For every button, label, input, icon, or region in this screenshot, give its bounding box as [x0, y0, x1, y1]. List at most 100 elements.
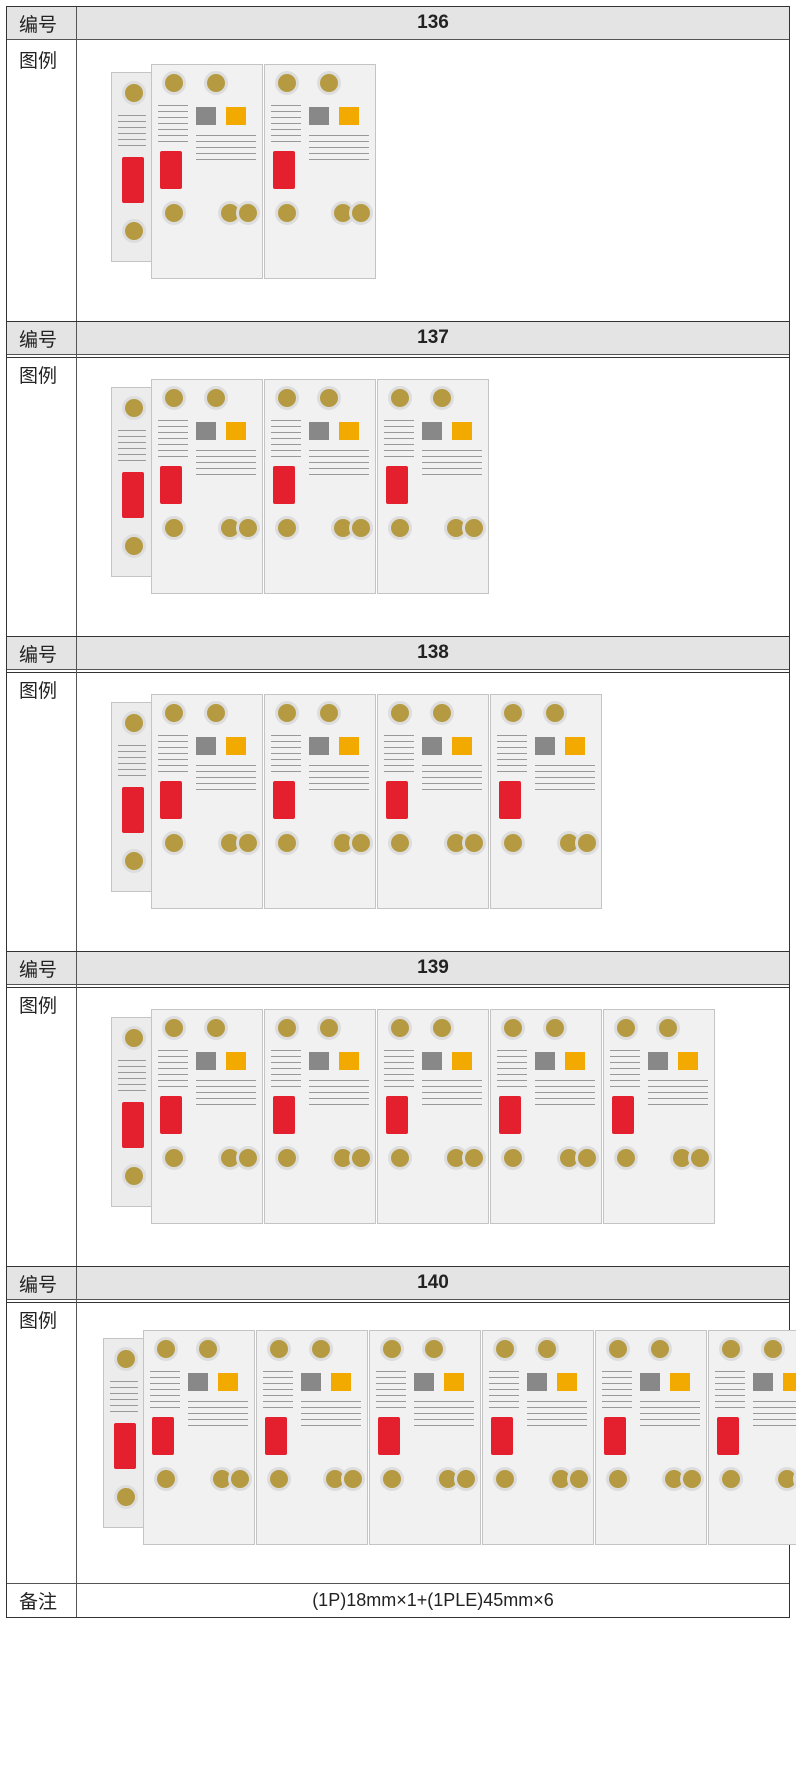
terminal-icon [204, 386, 228, 410]
figure-row: 图例 [7, 40, 789, 324]
terminal-icon [122, 1026, 146, 1050]
circuit-diagram-icon [196, 135, 256, 163]
reset-button-icon [422, 1052, 442, 1070]
test-button-icon [452, 1052, 472, 1070]
toggle-handle-icon [491, 1417, 513, 1455]
toggle-handle-icon [114, 1423, 136, 1469]
breaker-1ple-icon [143, 1330, 255, 1545]
breaker-1ple-icon [490, 694, 602, 909]
reset-button-icon [422, 737, 442, 755]
label-text-icon [489, 1371, 519, 1411]
terminal-icon [688, 1146, 712, 1170]
terminal-icon [349, 201, 373, 225]
figure-cell [77, 670, 789, 953]
toggle-handle-icon [386, 781, 408, 819]
terminal-icon [154, 1337, 178, 1361]
terminal-icon [575, 1146, 599, 1170]
breaker-assembly [103, 1330, 796, 1552]
toggle-handle-icon [122, 1102, 144, 1148]
terminal-icon [388, 831, 412, 855]
breaker-1ple-icon [490, 1009, 602, 1224]
test-button-icon [444, 1373, 464, 1391]
terminal-icon [614, 1146, 638, 1170]
terminal-icon [204, 71, 228, 95]
terminal-icon [775, 1467, 796, 1491]
circuit-diagram-icon [196, 1080, 256, 1108]
test-button-icon [339, 1052, 359, 1070]
circuit-diagram-icon [309, 135, 369, 163]
circuit-diagram-icon [527, 1401, 587, 1429]
terminal-icon [349, 1146, 373, 1170]
terminal-icon [162, 516, 186, 540]
test-button-icon [226, 422, 246, 440]
terminal-icon [162, 831, 186, 855]
breaker-1ple-icon [377, 1009, 489, 1224]
terminal-icon [162, 386, 186, 410]
label-text-icon [271, 420, 301, 460]
terminal-icon [275, 701, 299, 725]
label-text-icon [271, 735, 301, 775]
number-label: 编号 [7, 637, 77, 669]
terminal-icon [162, 1146, 186, 1170]
reset-button-icon [422, 422, 442, 440]
test-button-icon [226, 107, 246, 125]
breaker-1p-icon [103, 1338, 147, 1528]
breaker-1ple-icon [151, 64, 263, 279]
terminal-icon [275, 516, 299, 540]
terminal-icon [388, 1016, 412, 1040]
figure-cell [77, 985, 789, 1268]
label-text-icon [118, 115, 146, 147]
reset-button-icon [188, 1373, 208, 1391]
number-label: 编号 [7, 7, 77, 39]
terminal-icon [122, 1164, 146, 1188]
combination-table: 编号138图例备注(1P)18mm×1+(1PLE)45mm×4 [6, 636, 790, 988]
terminal-icon [275, 1146, 299, 1170]
note-row: 备注(1P)18mm×1+(1PLE)45mm×6 [7, 1584, 789, 1617]
terminal-icon [680, 1467, 704, 1491]
label-text-icon [271, 105, 301, 145]
breaker-1ple-icon [151, 694, 263, 909]
reset-button-icon [309, 1052, 329, 1070]
toggle-handle-icon [122, 157, 144, 203]
label-text-icon [376, 1371, 406, 1411]
circuit-diagram-icon [422, 450, 482, 478]
toggle-handle-icon [273, 151, 295, 189]
figure-label: 图例 [7, 985, 77, 1268]
circuit-diagram-icon [422, 765, 482, 793]
terminal-icon [543, 701, 567, 725]
test-button-icon [670, 1373, 690, 1391]
terminal-icon [154, 1467, 178, 1491]
number-label: 编号 [7, 952, 77, 984]
figure-label: 图例 [7, 1300, 77, 1583]
breaker-1ple-icon [151, 1009, 263, 1224]
terminal-icon [122, 396, 146, 420]
toggle-handle-icon [386, 466, 408, 504]
terminal-icon [656, 1016, 680, 1040]
breaker-1p-icon [111, 1017, 155, 1207]
figure-cell [77, 355, 789, 638]
terminal-icon [501, 1146, 525, 1170]
terminal-icon [275, 386, 299, 410]
circuit-diagram-icon [535, 1080, 595, 1108]
label-text-icon [497, 1050, 527, 1090]
circuit-diagram-icon [648, 1080, 708, 1108]
test-button-icon [452, 737, 472, 755]
terminal-icon [317, 1016, 341, 1040]
breaker-1ple-icon [151, 379, 263, 594]
terminal-icon [543, 1016, 567, 1040]
breaker-assembly [111, 694, 603, 916]
terminal-icon [317, 386, 341, 410]
terminal-icon [388, 1146, 412, 1170]
figure-row: 图例 [7, 1300, 796, 1584]
toggle-handle-icon [160, 466, 182, 504]
number-label: 编号 [7, 1267, 77, 1299]
reset-button-icon [196, 1052, 216, 1070]
toggle-handle-icon [717, 1417, 739, 1455]
reset-button-icon [309, 737, 329, 755]
circuit-diagram-icon [535, 765, 595, 793]
terminal-icon [493, 1467, 517, 1491]
figure-label: 图例 [7, 355, 77, 638]
label-text-icon [497, 735, 527, 775]
label-text-icon [263, 1371, 293, 1411]
